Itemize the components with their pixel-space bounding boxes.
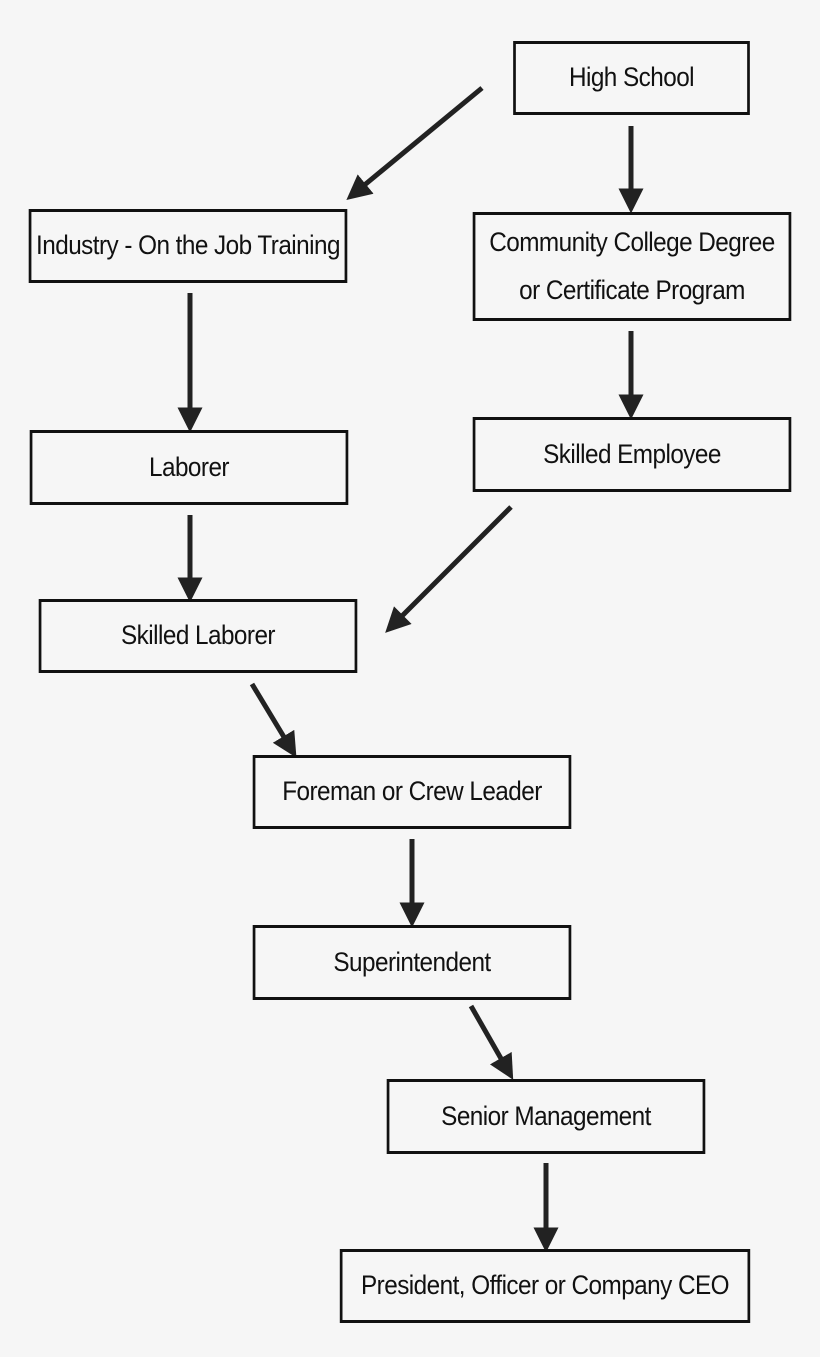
node-senior-management-label: Senior Management [441,1100,651,1131]
node-senior-management: Senior Management [386,1079,706,1154]
node-president-officer-ceo: President, Officer or Company CEO [339,1249,751,1323]
node-high-school: High School [513,41,750,115]
arrow-highschool-to-industry [346,86,484,200]
node-laborer-label: Laborer [149,451,230,482]
node-community-college: Community College Degree or Certificate … [472,212,792,321]
node-foreman-label: Foreman or Crew Leader [282,776,542,807]
arrow-skilled-employee-to-skilled-laborer [385,505,513,633]
node-industry-on-the-job-training: Industry - On the Job Training [28,209,348,283]
node-foreman-or-crew-leader: Foreman or Crew Leader [252,755,572,829]
node-skilled-laborer-label: Skilled Laborer [120,620,276,651]
node-skilled-employee-label: Skilled Employee [543,438,721,469]
node-skilled-laborer: Skilled Laborer [38,599,358,673]
node-industry-label: Industry - On the Job Training [36,230,340,261]
arrow-superintendent-to-senior-management [468,1004,514,1080]
node-high-school-label: High School [568,62,695,93]
node-president-label: President, Officer or Company CEO [361,1270,730,1301]
node-superintendent-label: Superintendent [333,946,491,977]
node-skilled-employee: Skilled Employee [472,417,792,492]
node-community-college-label: Community College Degree or Certificate … [489,227,775,305]
node-laborer: Laborer [29,430,349,505]
arrow-skilled-laborer-to-foreman [249,682,297,758]
node-superintendent: Superintendent [252,925,572,1000]
